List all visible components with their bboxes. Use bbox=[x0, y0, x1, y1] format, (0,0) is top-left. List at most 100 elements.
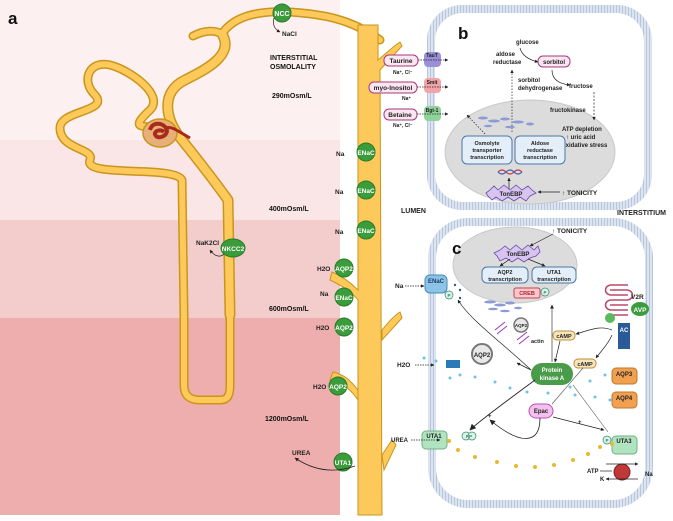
channel-aqp2-3: AQP2 H2O bbox=[313, 376, 348, 396]
ncc-label: NCC bbox=[274, 11, 289, 18]
svg-text:transcription: transcription bbox=[488, 277, 522, 283]
panel-c-label: c bbox=[452, 239, 461, 258]
svg-text:dehydrogenase: dehydrogenase bbox=[518, 86, 563, 92]
adenylyl-cyclase: AC bbox=[618, 323, 630, 349]
lumen-label: LUMEN bbox=[401, 208, 426, 215]
svg-text:transcription: transcription bbox=[537, 277, 571, 283]
tonicity-c: ↑ TONICITY bbox=[552, 228, 588, 235]
tonebp-c: TonEBP bbox=[493, 244, 541, 263]
avp-hormone: AVP bbox=[631, 302, 649, 316]
svg-text:ATP depletion: ATP depletion bbox=[562, 127, 602, 133]
g-protein bbox=[605, 313, 615, 323]
endoplasmic-reticulum bbox=[478, 116, 534, 129]
creb-box: CREB P bbox=[513, 287, 550, 299]
svg-text:Na⁺: Na⁺ bbox=[402, 96, 411, 102]
ncc-substrate: NaCl bbox=[282, 31, 297, 38]
svg-text:glucose: glucose bbox=[516, 40, 539, 46]
osmolality-290: 290mOsm/L bbox=[272, 93, 312, 100]
svg-text:AQP2: AQP2 bbox=[515, 323, 528, 328]
svg-text:TonEBP: TonEBP bbox=[500, 192, 523, 198]
tonebp-b: TonEBP bbox=[485, 184, 537, 202]
channel-aqp2-1: AQP2 H2O bbox=[317, 258, 354, 278]
osmolality-zones bbox=[0, 0, 340, 515]
svg-text:H2O: H2O bbox=[317, 266, 330, 273]
interstitial-title-2: OSMOLALITY bbox=[270, 64, 316, 71]
svg-text:Betaine: Betaine bbox=[388, 112, 412, 119]
aldose-transcription-box: Aldose reductase transcription bbox=[514, 135, 566, 165]
channel-enac-1: ENaC Na bbox=[336, 142, 376, 162]
svg-text:↑ uric acid: ↑ uric acid bbox=[566, 135, 596, 141]
svg-text:AQP2: AQP2 bbox=[474, 353, 491, 359]
svg-text:sorbitol: sorbitol bbox=[543, 60, 565, 66]
svg-text:ENaC: ENaC bbox=[357, 188, 375, 195]
k-label: K bbox=[600, 477, 605, 483]
nkcc2-substrate: NaK2Cl bbox=[196, 240, 219, 247]
endoplasmic-reticulum-c bbox=[484, 300, 522, 313]
urea-molecules bbox=[447, 439, 614, 469]
aqp2-transcription-box: AQP2 transcription bbox=[481, 266, 529, 284]
channel-enac-2: ENaC Na bbox=[335, 180, 376, 200]
svg-text:AQP3: AQP3 bbox=[616, 372, 633, 378]
svg-text:fructokinase: fructokinase bbox=[550, 108, 586, 114]
channel-aqp2-2: AQP2 H2O bbox=[316, 317, 354, 337]
smit-transporter: Smit myo-Inositol Na⁺ bbox=[368, 78, 449, 102]
interstitial-title-1: INTERSTITIAL bbox=[270, 55, 318, 62]
v2r-label: V2R bbox=[631, 294, 644, 301]
svg-text:myo-Inositol: myo-Inositol bbox=[374, 85, 413, 92]
zone-1200 bbox=[0, 318, 340, 515]
svg-text:AQP2: AQP2 bbox=[335, 266, 353, 273]
svg-text:H2O: H2O bbox=[313, 384, 326, 391]
svg-text:Na⁺, Cl⁻: Na⁺, Cl⁻ bbox=[393, 70, 413, 76]
svg-text:AQP2: AQP2 bbox=[498, 270, 513, 276]
aqp2-membrane-channel bbox=[446, 360, 460, 368]
svg-text:transcription: transcription bbox=[523, 155, 557, 161]
duct-channels: ENaC Na ENaC Na ENaC Na AQP2 H2O ENaC Na… bbox=[292, 142, 376, 472]
svg-text:UTA1: UTA1 bbox=[335, 460, 352, 467]
aqp4-channel: AQP4 bbox=[611, 391, 638, 409]
h2o-label-c: H2O bbox=[397, 362, 410, 369]
svg-text:P: P bbox=[543, 290, 546, 295]
svg-text:UTA1: UTA1 bbox=[547, 270, 561, 276]
water-molecules bbox=[422, 283, 612, 402]
na-out-label: Na bbox=[645, 472, 653, 478]
svg-text:CREB: CREB bbox=[519, 291, 535, 297]
svg-text:Na: Na bbox=[320, 291, 329, 298]
osmolality-1200: 1200mOsm/L bbox=[265, 416, 309, 423]
svg-text:ENaC: ENaC bbox=[428, 279, 445, 285]
aqp2-vesicle-large: AQP2 bbox=[471, 343, 493, 365]
osmolality-400: 400mOsm/L bbox=[269, 206, 309, 213]
svg-text:transporter: transporter bbox=[472, 148, 502, 154]
svg-text:reductase: reductase bbox=[527, 148, 553, 154]
plus-2: + bbox=[578, 420, 582, 426]
osmolyte-transcription-box: Osmolyte transporter transcription bbox=[461, 135, 513, 165]
svg-text:Smit: Smit bbox=[427, 80, 438, 86]
svg-text:Na: Na bbox=[336, 151, 345, 158]
svg-text:AQP2: AQP2 bbox=[329, 384, 347, 391]
svg-text:Na: Na bbox=[335, 189, 344, 196]
v2r-receptor bbox=[604, 284, 634, 316]
plus-1: + bbox=[488, 414, 492, 420]
svg-text:Epac: Epac bbox=[534, 409, 549, 415]
svg-text:ENaC: ENaC bbox=[335, 295, 353, 302]
actin-label: actin bbox=[531, 339, 544, 345]
svg-text:aldose: aldose bbox=[496, 52, 516, 58]
svg-text:Bgt-1: Bgt-1 bbox=[426, 108, 439, 114]
atp-label: ATP bbox=[587, 469, 599, 475]
svg-text:ENaC: ENaC bbox=[357, 150, 375, 157]
svg-text:UTA1: UTA1 bbox=[426, 434, 442, 440]
svg-text:PP: PP bbox=[466, 434, 472, 439]
channel-enac-4: ENaC Na bbox=[320, 287, 354, 307]
na-label-c: Na bbox=[395, 283, 404, 290]
svg-text:Na⁺, Cl⁻: Na⁺, Cl⁻ bbox=[393, 123, 413, 129]
svg-text:UREA: UREA bbox=[292, 450, 311, 457]
channel-enac-3: ENaC Na bbox=[335, 220, 376, 240]
osmolyte-transporters: TauT Taurine Na⁺, Cl⁻ Smit myo-Inositol … bbox=[368, 52, 449, 129]
tonicity-b: ↑ TONICITY bbox=[562, 190, 598, 197]
svg-text:AVP: AVP bbox=[634, 307, 648, 314]
interstitium-label: INTERSTITIUM bbox=[617, 210, 666, 217]
panel-c-cell bbox=[428, 218, 653, 508]
bgt1-transporter: Bgt-1 Betaine Na⁺, Cl⁻ bbox=[383, 106, 449, 129]
svg-text:Oxidative stress: Oxidative stress bbox=[561, 143, 608, 149]
svg-text:AC: AC bbox=[620, 328, 629, 334]
